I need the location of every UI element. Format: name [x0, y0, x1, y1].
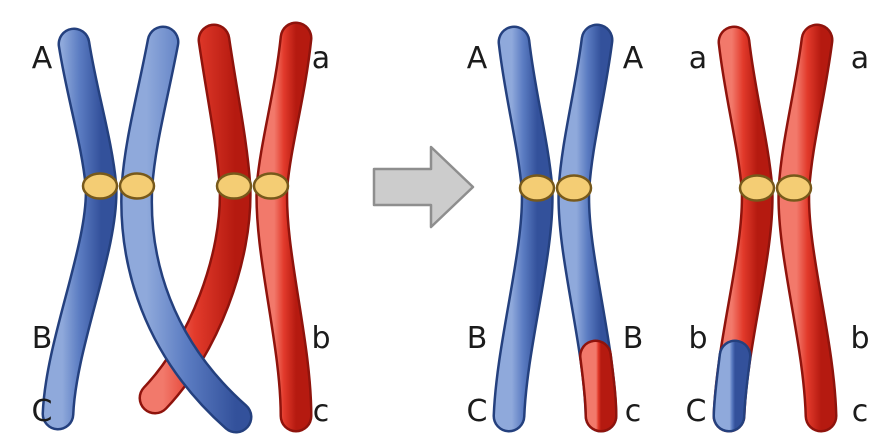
label-after-blue-B-left: B [467, 321, 488, 356]
after-blue-chromatid-left [492, 25, 554, 433]
after-blue-chromosome: A A B B C c [467, 23, 644, 433]
after-red-left-blue-tip [715, 342, 749, 430]
label-after-red-a-right: a [851, 41, 869, 76]
label-before-A: A [32, 41, 53, 76]
red-chromatid-right [255, 21, 313, 433]
label-after-blue-A-left: A [467, 41, 488, 76]
label-before-a: a [312, 41, 330, 76]
label-before-B: B [32, 321, 53, 356]
centromere-icon [118, 172, 156, 200]
after-blue-right-red-tip [581, 342, 615, 430]
label-before-C: C [32, 394, 53, 429]
centromere-icon [775, 174, 813, 202]
after-red-right-body [779, 26, 835, 430]
centromere-icon [518, 174, 556, 202]
after-red-chromosome: a a b b C c [686, 23, 870, 433]
label-after-blue-C-left: C [467, 394, 488, 429]
blue-chromatid-left [41, 27, 118, 431]
after-red-chromatid-left-recombinant [712, 25, 774, 433]
centromere-icon [738, 174, 776, 202]
centromere-icon [252, 172, 290, 200]
label-after-blue-c-right: c [625, 394, 642, 429]
centromere-icon [81, 172, 119, 200]
after-blue-left-body [495, 28, 552, 430]
blue-chromatid-left-body [44, 30, 116, 428]
label-before-c: c [313, 394, 330, 429]
label-after-red-c-right: c [852, 394, 869, 429]
label-after-blue-A-right: A [623, 41, 644, 76]
after-blue-chromatid-right-recombinant [557, 23, 618, 433]
label-before-b: b [311, 321, 330, 356]
label-after-red-a-left: a [689, 41, 707, 76]
label-after-red-C-left: C [686, 394, 707, 429]
before-homologous-pair: A a B b C c [32, 21, 331, 434]
right-arrow-icon [372, 145, 475, 229]
label-after-red-b-right: b [850, 321, 869, 356]
label-after-blue-B-right: B [623, 321, 644, 356]
right-arrow-shape [372, 145, 475, 229]
after-red-chromatid-right [777, 23, 838, 433]
label-after-red-b-left: b [688, 321, 707, 356]
centromere-icon [555, 174, 593, 202]
centromere-icon [215, 172, 253, 200]
